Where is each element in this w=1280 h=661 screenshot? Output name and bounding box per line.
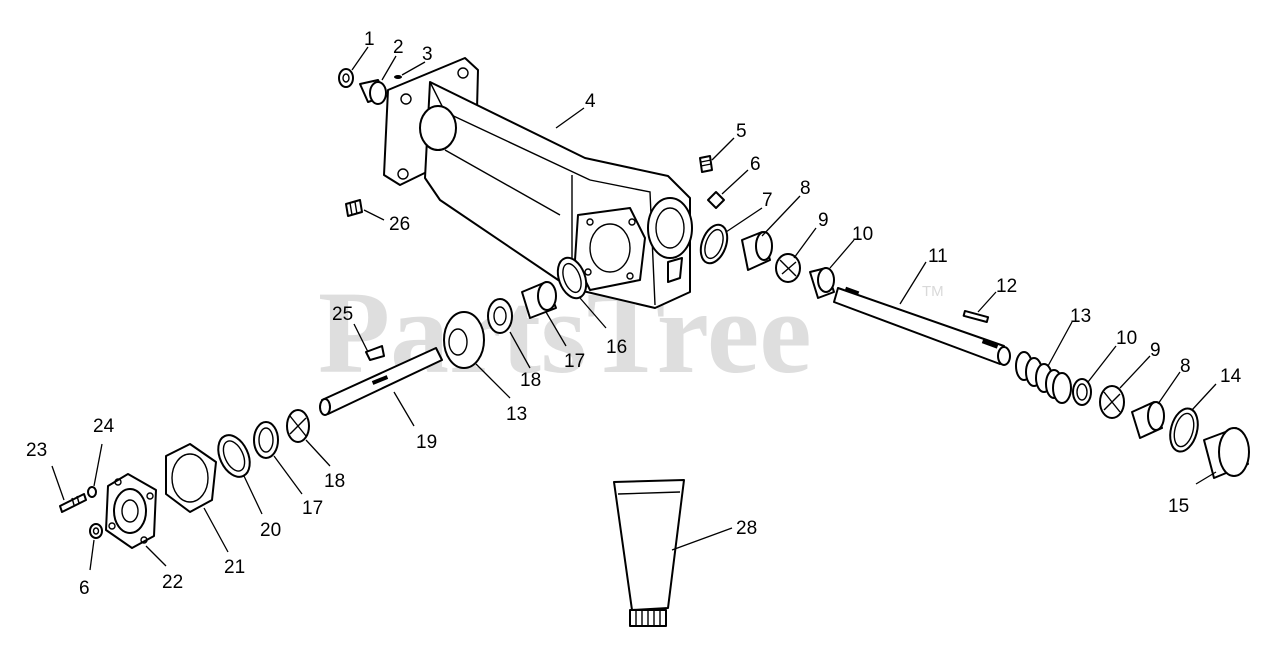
part-washer-1 — [338, 68, 354, 88]
part-seal-14 — [1169, 407, 1199, 453]
part-bearing-18-top — [487, 298, 513, 334]
callout-10-right: 10 — [1116, 328, 1137, 349]
part-pin-3 — [394, 75, 402, 79]
callout-8-top: 8 — [800, 178, 811, 199]
part-cup-17-lower — [253, 421, 279, 459]
callout-15: 15 — [1168, 496, 1189, 517]
callout-18-lower: 18 — [324, 471, 345, 492]
callout-1: 1 — [364, 29, 375, 50]
part-bushing-2 — [359, 79, 387, 105]
callout-11: 11 — [928, 246, 948, 267]
part-shaft-19 — [319, 347, 443, 416]
callout-8-right: 8 — [1180, 356, 1191, 377]
part-shaft-11 — [833, 286, 1011, 366]
callout-21: 21 — [224, 557, 245, 578]
callout-13-right: 13 — [1070, 306, 1091, 327]
callout-6-top: 6 — [750, 154, 761, 175]
part-spacer-10-right — [1072, 378, 1092, 406]
part-housing — [383, 57, 693, 309]
callout-4: 4 — [585, 91, 596, 112]
part-seal-20 — [217, 434, 251, 478]
part-setscrew-5 — [699, 155, 713, 173]
callout-25: 25 — [332, 304, 353, 325]
part-screw-26 — [345, 199, 363, 217]
part-washer-6-top — [707, 191, 725, 209]
part-washer-24 — [87, 486, 97, 498]
leader-lines — [51, 46, 1217, 571]
callout-3: 3 — [422, 44, 433, 65]
callout-28: 28 — [736, 518, 757, 539]
part-key-12 — [962, 309, 990, 324]
callout-12: 12 — [996, 276, 1017, 297]
part-cup-8-top — [741, 231, 773, 271]
part-spacer-10-top — [809, 267, 835, 299]
callout-20: 20 — [260, 520, 281, 541]
part-seal-16 — [556, 256, 588, 300]
part-cap-15 — [1203, 427, 1250, 479]
part-bearing-9-top — [775, 253, 801, 283]
callout-7: 7 — [762, 190, 773, 211]
callout-2: 2 — [393, 37, 404, 58]
callout-5: 5 — [736, 121, 747, 142]
part-bearing-9-right — [1099, 385, 1125, 419]
callout-19: 19 — [416, 432, 437, 453]
callout-labels: 1 2 3 4 5 6 7 8 9 10 11 12 13 10 9 8 14 … — [26, 29, 1242, 599]
callout-22: 22 — [162, 572, 183, 593]
callout-24: 24 — [93, 416, 115, 437]
callout-13-left: 13 — [506, 404, 527, 425]
callout-18-top: 18 — [520, 370, 541, 391]
callout-9-top: 9 — [818, 210, 829, 231]
callout-23: 23 — [26, 440, 47, 461]
callout-9-right: 9 — [1150, 340, 1161, 361]
callout-16: 16 — [606, 337, 627, 358]
callout-26: 26 — [389, 214, 410, 235]
callout-6-lower: 6 — [79, 578, 90, 599]
part-cup-17-top — [521, 281, 557, 319]
part-gasket-21 — [165, 443, 217, 513]
callout-17-lower: 17 — [302, 498, 323, 519]
callout-17-top: 17 — [564, 351, 585, 372]
part-bearing-18-lower — [286, 409, 310, 443]
callout-14: 14 — [1220, 366, 1242, 387]
watermark-trademark: TM — [922, 283, 944, 300]
part-bolt-23 — [59, 493, 87, 513]
callout-10-top: 10 — [852, 224, 873, 245]
part-washer-6-lower — [89, 523, 103, 539]
part-gear-13-left — [443, 311, 485, 369]
part-cover-22 — [105, 473, 157, 549]
part-key-25 — [365, 345, 385, 361]
part-cup-8-right — [1131, 401, 1165, 439]
part-seal-7 — [699, 223, 729, 265]
part-grease-tube-28 — [613, 479, 685, 627]
part-gear-13-right — [1015, 351, 1072, 404]
